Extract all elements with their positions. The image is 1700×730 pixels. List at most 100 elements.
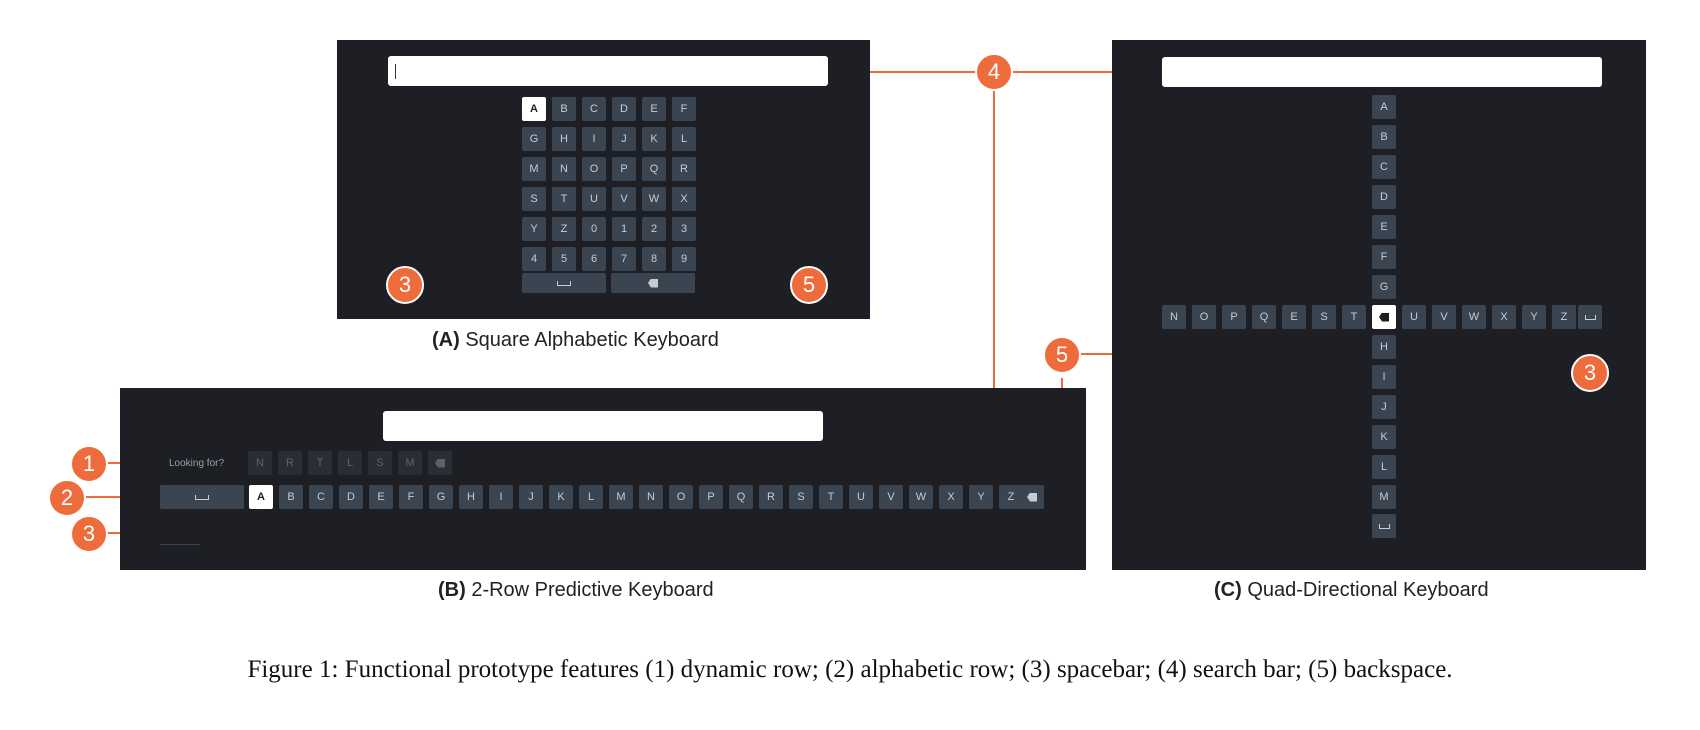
right-key-w[interactable]: W [1462, 305, 1486, 329]
key-d[interactable]: D [612, 97, 636, 121]
backspace-dynamic[interactable] [428, 451, 452, 475]
alpha-key-t[interactable]: T [819, 485, 843, 509]
alpha-key-h[interactable]: H [459, 485, 483, 509]
alpha-key-d[interactable]: D [339, 485, 363, 509]
key-3[interactable]: 3 [672, 217, 696, 241]
left-key-o[interactable]: O [1192, 305, 1216, 329]
spacebar-a[interactable] [522, 273, 606, 293]
key-p[interactable]: P [612, 157, 636, 181]
key-n[interactable]: N [552, 157, 576, 181]
alpha-key-s[interactable]: S [789, 485, 813, 509]
dynamic-key-l[interactable]: L [338, 451, 362, 475]
search-bar-b[interactable] [383, 411, 823, 441]
key-g[interactable]: G [522, 127, 546, 151]
key-a[interactable]: A [522, 97, 546, 121]
key-7[interactable]: 7 [612, 247, 636, 271]
backspace-a[interactable] [611, 273, 695, 293]
dynamic-key-t[interactable]: T [308, 451, 332, 475]
spacebar-c-bottom[interactable] [1372, 514, 1396, 538]
alpha-key-y[interactable]: Y [969, 485, 993, 509]
right-key-v[interactable]: V [1432, 305, 1456, 329]
right-key-u[interactable]: U [1402, 305, 1426, 329]
left-key-p[interactable]: P [1222, 305, 1246, 329]
up-key-d[interactable]: D [1372, 185, 1396, 209]
alpha-key-v[interactable]: V [879, 485, 903, 509]
search-bar-c[interactable] [1162, 57, 1602, 87]
backspace-b[interactable] [1020, 485, 1044, 509]
key-j[interactable]: J [612, 127, 636, 151]
key-s[interactable]: S [522, 187, 546, 211]
key-8[interactable]: 8 [642, 247, 666, 271]
alpha-key-l[interactable]: L [579, 485, 603, 509]
right-key-z[interactable]: Z [1552, 305, 1576, 329]
backspace-c[interactable] [1372, 305, 1396, 329]
up-key-e[interactable]: E [1372, 215, 1396, 239]
key-o[interactable]: O [582, 157, 606, 181]
alpha-key-x[interactable]: X [939, 485, 963, 509]
alpha-key-r[interactable]: R [759, 485, 783, 509]
key-0[interactable]: 0 [582, 217, 606, 241]
key-e[interactable]: E [642, 97, 666, 121]
dynamic-key-r[interactable]: R [278, 451, 302, 475]
left-key-e[interactable]: E [1282, 305, 1306, 329]
spacebar-c-right[interactable] [1578, 305, 1602, 329]
alpha-key-o[interactable]: O [669, 485, 693, 509]
alpha-key-u[interactable]: U [849, 485, 873, 509]
left-key-s[interactable]: S [1312, 305, 1336, 329]
down-key-j[interactable]: J [1372, 395, 1396, 419]
alpha-key-b[interactable]: B [279, 485, 303, 509]
alpha-key-g[interactable]: G [429, 485, 453, 509]
key-y[interactable]: Y [522, 217, 546, 241]
key-h[interactable]: H [552, 127, 576, 151]
right-key-y[interactable]: Y [1522, 305, 1546, 329]
dynamic-key-s[interactable]: S [368, 451, 392, 475]
key-9[interactable]: 9 [672, 247, 696, 271]
alpha-key-k[interactable]: K [549, 485, 573, 509]
alpha-key-i[interactable]: I [489, 485, 513, 509]
key-x[interactable]: X [672, 187, 696, 211]
key-f[interactable]: F [672, 97, 696, 121]
up-key-f[interactable]: F [1372, 245, 1396, 269]
alpha-key-m[interactable]: M [609, 485, 633, 509]
alpha-key-f[interactable]: F [399, 485, 423, 509]
key-k[interactable]: K [642, 127, 666, 151]
alpha-key-e[interactable]: E [369, 485, 393, 509]
key-6[interactable]: 6 [582, 247, 606, 271]
spacebar-b[interactable] [160, 485, 244, 509]
key-z[interactable]: Z [552, 217, 576, 241]
right-key-x[interactable]: X [1492, 305, 1516, 329]
key-l[interactable]: L [672, 127, 696, 151]
up-key-c[interactable]: C [1372, 155, 1396, 179]
down-key-h[interactable]: H [1372, 335, 1396, 359]
up-key-g[interactable]: G [1372, 275, 1396, 299]
alpha-key-w[interactable]: W [909, 485, 933, 509]
alpha-key-a[interactable]: A [249, 485, 273, 509]
left-key-t[interactable]: T [1342, 305, 1366, 329]
key-1[interactable]: 1 [612, 217, 636, 241]
key-4[interactable]: 4 [522, 247, 546, 271]
search-bar-a[interactable] [388, 56, 828, 86]
key-i[interactable]: I [582, 127, 606, 151]
alpha-key-p[interactable]: P [699, 485, 723, 509]
alpha-key-q[interactable]: Q [729, 485, 753, 509]
key-w[interactable]: W [642, 187, 666, 211]
down-key-m[interactable]: M [1372, 485, 1396, 509]
up-key-b[interactable]: B [1372, 125, 1396, 149]
key-u[interactable]: U [582, 187, 606, 211]
key-2[interactable]: 2 [642, 217, 666, 241]
key-m[interactable]: M [522, 157, 546, 181]
key-b[interactable]: B [552, 97, 576, 121]
down-key-l[interactable]: L [1372, 455, 1396, 479]
key-5[interactable]: 5 [552, 247, 576, 271]
down-key-k[interactable]: K [1372, 425, 1396, 449]
key-c[interactable]: C [582, 97, 606, 121]
dynamic-key-m[interactable]: M [398, 451, 422, 475]
key-r[interactable]: R [672, 157, 696, 181]
left-key-q[interactable]: Q [1252, 305, 1276, 329]
down-key-i[interactable]: I [1372, 365, 1396, 389]
key-q[interactable]: Q [642, 157, 666, 181]
alpha-key-n[interactable]: N [639, 485, 663, 509]
key-v[interactable]: V [612, 187, 636, 211]
alpha-key-j[interactable]: J [519, 485, 543, 509]
alpha-key-c[interactable]: C [309, 485, 333, 509]
